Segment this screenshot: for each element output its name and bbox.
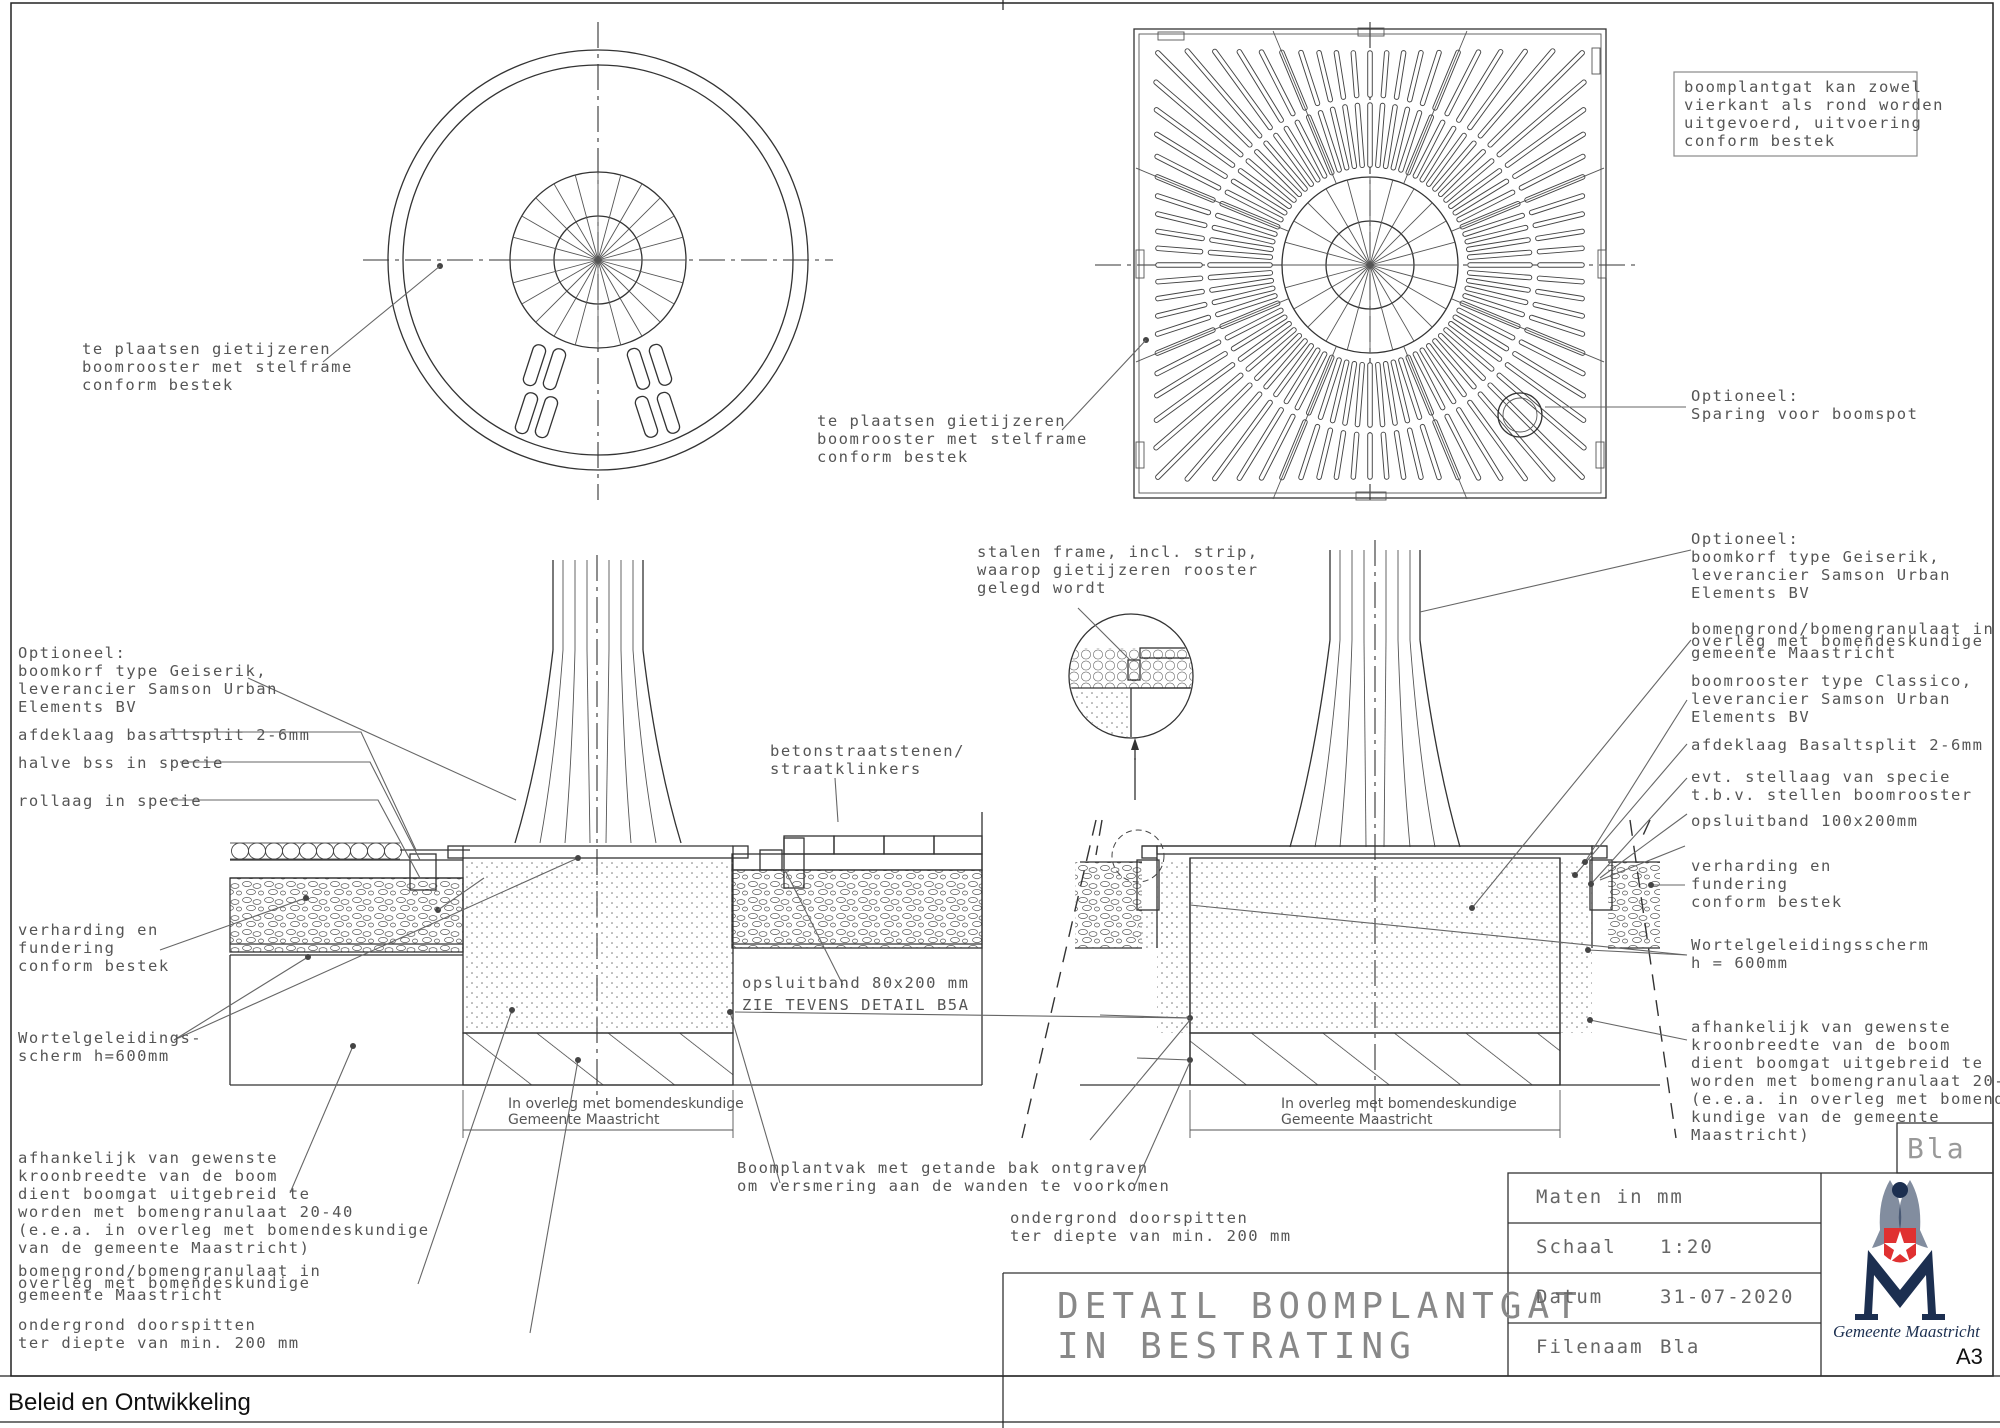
round-grate-plan <box>322 22 833 500</box>
note-right-optioneel: Optioneel: boomkorf type Geiserik, lever… <box>1691 530 1962 602</box>
section-left <box>159 555 983 1334</box>
note-overleg-right: In overleg met bomendeskundige Gemeente … <box>1281 1096 1521 1128</box>
note-right-afhankelijk: afhankelijk van gewenste kroonbreedte va… <box>1691 1018 2000 1144</box>
logo-caption: Gemeente Maastricht <box>1833 1322 1981 1341</box>
note-betonstraat: betonstraatstenen/ straatklinkers <box>770 742 976 778</box>
datum-label: Datum <box>1536 1286 1603 1308</box>
schaal-label: Schaal <box>1536 1236 1617 1258</box>
note-left-optioneel: Optioneel: boomkorf type Geiserik, lever… <box>18 644 289 716</box>
note-right-wortel: Wortelgeleidingsscherm h = 600mm <box>1691 936 1940 972</box>
note-boomplantvak: Boomplantvak met getande bak ontgraven o… <box>737 1159 1170 1195</box>
note-right-stellaag: evt. stellaag van specie t.b.v. stellen … <box>1691 768 1973 804</box>
note-right-opsluitband: opsluitband 100x200mm <box>1691 812 1918 830</box>
gemeente-maastricht-logo-icon <box>1855 1180 1945 1320</box>
sheet-code: Bla <box>1907 1132 1967 1165</box>
note-box <box>1673 71 1918 157</box>
drawing-title-line2: IN BESTRATING <box>1057 1326 1417 1367</box>
note-overleg-left: In overleg met bomendeskundige Gemeente … <box>508 1096 748 1128</box>
note-left-bomengrond: bomengrond/bomengranulaat in overleg met… <box>18 1262 332 1304</box>
note-sparing: Optioneel: Sparing voor boomspot <box>1691 387 1918 423</box>
note-opsluitband-left: opsluitband 80x200 mm ZIE TEVENS DETAIL … <box>742 974 980 1014</box>
square-grate-plan <box>1061 22 1686 501</box>
note-square-grate: te plaatsen gietijzeren boomrooster met … <box>817 412 1099 466</box>
note-right-bomengrond: bomengrond/bomengranulaat in overleg met… <box>1691 620 2000 662</box>
note-left-wortel: Wortelgeleidings- scherm h=600mm <box>18 1029 213 1065</box>
note-square-round: boomplantgat kan zowel vierkant als rond… <box>1684 78 1955 150</box>
frame-detail-circle <box>1068 607 1194 800</box>
note-left-halve: halve bss in specie <box>18 754 224 772</box>
note-round-grate: te plaatsen gietijzeren boomrooster met … <box>82 340 364 394</box>
note-right-afdeklaag: afdeklaag Basaltsplit 2-6mm <box>1691 736 1983 754</box>
filenaam-label: Filenaam <box>1536 1336 1644 1358</box>
maten-label: Maten in mm <box>1536 1186 1684 1208</box>
note-left-verharding: verharding en fundering conform bestek <box>18 921 170 975</box>
note-right-verharding: verharding en fundering conform bestek <box>1691 857 1843 911</box>
note-right-boomrooster: boomrooster type Classico, leverancier S… <box>1691 672 1983 726</box>
note-ondergrond-mid: ondergrond doorspitten ter diepte van mi… <box>1010 1209 1292 1245</box>
note-left-rollaag: rollaag in specie <box>18 792 202 810</box>
round-grate-slots <box>514 343 681 439</box>
paper-size: A3 <box>1956 1344 1983 1369</box>
datum-value: 31-07-2020 <box>1660 1286 1794 1308</box>
note-left-afhankelijk: afhankelijk van gewenste kroonbreedte va… <box>18 1149 440 1257</box>
footer-department: Beleid en Ontwikkeling <box>8 1389 251 1416</box>
note-frame-detail: stalen frame, incl. strip, waarop gietij… <box>977 543 1269 597</box>
note-left-ondergrond: ondergrond doorspitten ter diepte van mi… <box>18 1316 300 1352</box>
filenaam-value: Bla <box>1660 1336 1700 1358</box>
title-block <box>1002 1122 1994 1377</box>
schaal-value: 1:20 <box>1660 1236 1714 1258</box>
note-left-afdeklaag: afdeklaag basaltsplit 2-6mm <box>18 726 310 744</box>
drawing-title-line1: DETAIL BOOMPLANTGAT <box>1057 1286 1583 1327</box>
section-right <box>734 540 1692 1186</box>
